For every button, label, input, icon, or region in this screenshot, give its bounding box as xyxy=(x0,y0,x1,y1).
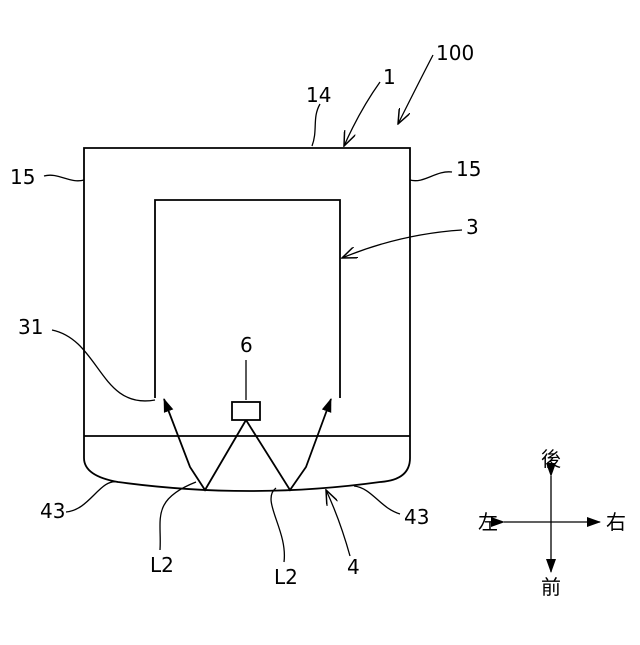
label-31: 31 xyxy=(18,315,43,339)
leader-43-right xyxy=(354,486,400,514)
label-43-left: 43 xyxy=(40,499,65,523)
leader-31 xyxy=(52,330,155,401)
compass-front-label: 前 xyxy=(541,575,561,599)
direction-compass: 後 前 左 右 xyxy=(478,447,626,599)
label-4: 4 xyxy=(347,555,360,579)
leader-lines xyxy=(44,55,462,562)
label-15-right: 15 xyxy=(456,157,481,181)
leader-14 xyxy=(312,104,320,146)
leader-4 xyxy=(326,490,350,556)
compass-right-label: 右 xyxy=(606,510,626,534)
label-100: 100 xyxy=(436,41,474,65)
label-1: 1 xyxy=(383,65,396,89)
light-guide-shape xyxy=(155,200,340,398)
leader-100 xyxy=(398,55,433,124)
label-15-left: 15 xyxy=(10,165,35,189)
label-L2-left: L2 xyxy=(150,553,174,577)
compass-back-label: 後 xyxy=(541,447,561,471)
leader-L2-right xyxy=(271,488,284,562)
label-L2-right: L2 xyxy=(274,565,298,589)
leader-1 xyxy=(344,82,380,146)
compass-left-label: 左 xyxy=(478,510,498,534)
label-3: 3 xyxy=(466,215,479,239)
leader-15-right xyxy=(410,172,452,181)
label-14: 14 xyxy=(306,83,331,107)
light-rays xyxy=(164,399,331,490)
leader-3 xyxy=(342,230,462,258)
label-6: 6 xyxy=(240,333,253,357)
light-source-box xyxy=(232,402,260,420)
leader-L2-left xyxy=(160,482,196,550)
leader-43-left xyxy=(66,482,118,512)
label-43-right: 43 xyxy=(404,505,429,529)
leader-15-left xyxy=(44,175,84,181)
